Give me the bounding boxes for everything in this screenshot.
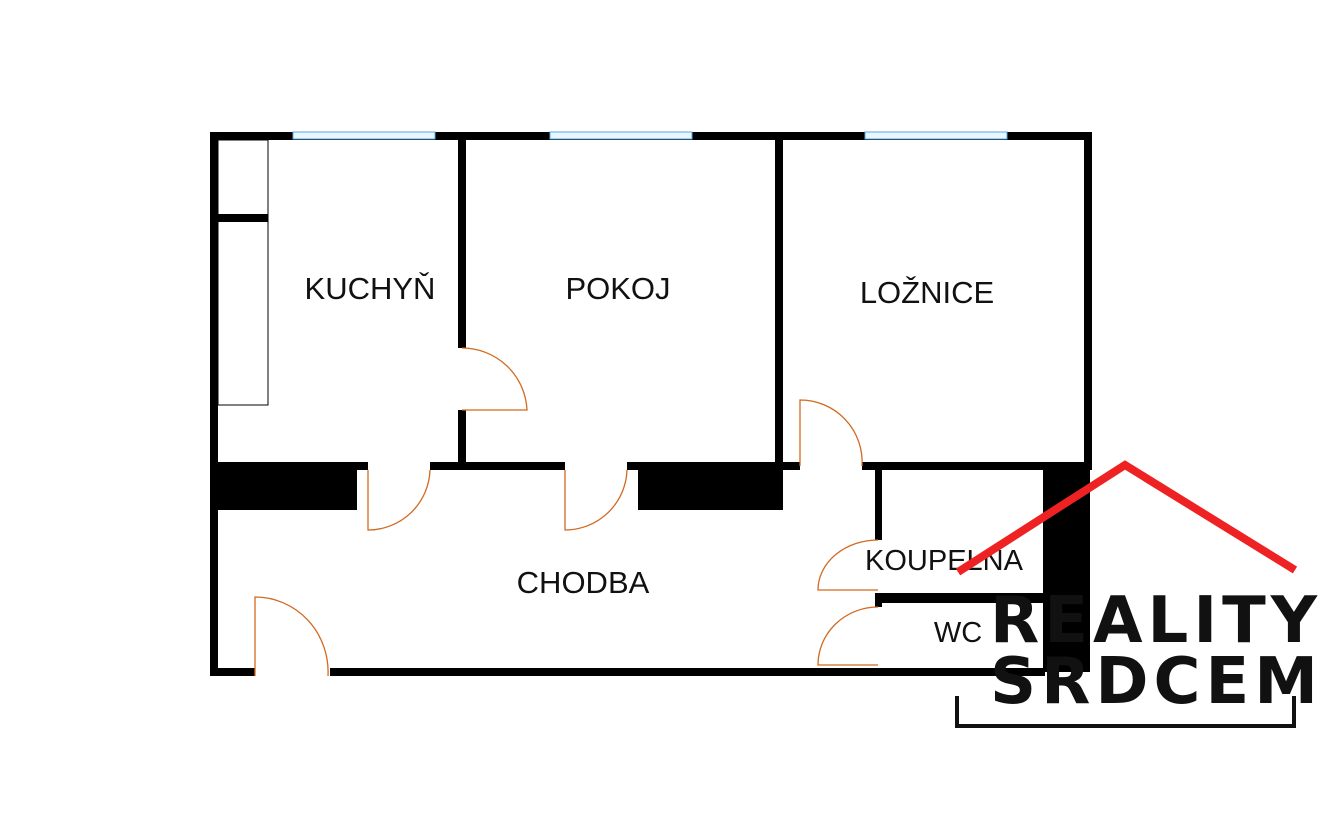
room-label-kitchen: KUCHYŇ [305, 271, 436, 306]
room-label-bedroom: LOŽNICE [860, 275, 994, 310]
doors [254, 347, 879, 677]
logo-line1: REALITY [990, 584, 1322, 658]
room-label-wc: WC [934, 617, 982, 649]
logo-line2: SRDCEM [990, 645, 1323, 719]
windows [292, 131, 1008, 140]
kitchen-counter [217, 139, 269, 406]
reality-srdcem-logo: REALITY SRDCEM [955, 460, 1323, 728]
logo-bracket [955, 696, 1296, 728]
walls [210, 132, 1092, 676]
room-label-living-room: POKOJ [565, 271, 670, 306]
logo-roof-icon [955, 460, 1298, 576]
room-label-hallway: CHODBA [517, 565, 650, 600]
